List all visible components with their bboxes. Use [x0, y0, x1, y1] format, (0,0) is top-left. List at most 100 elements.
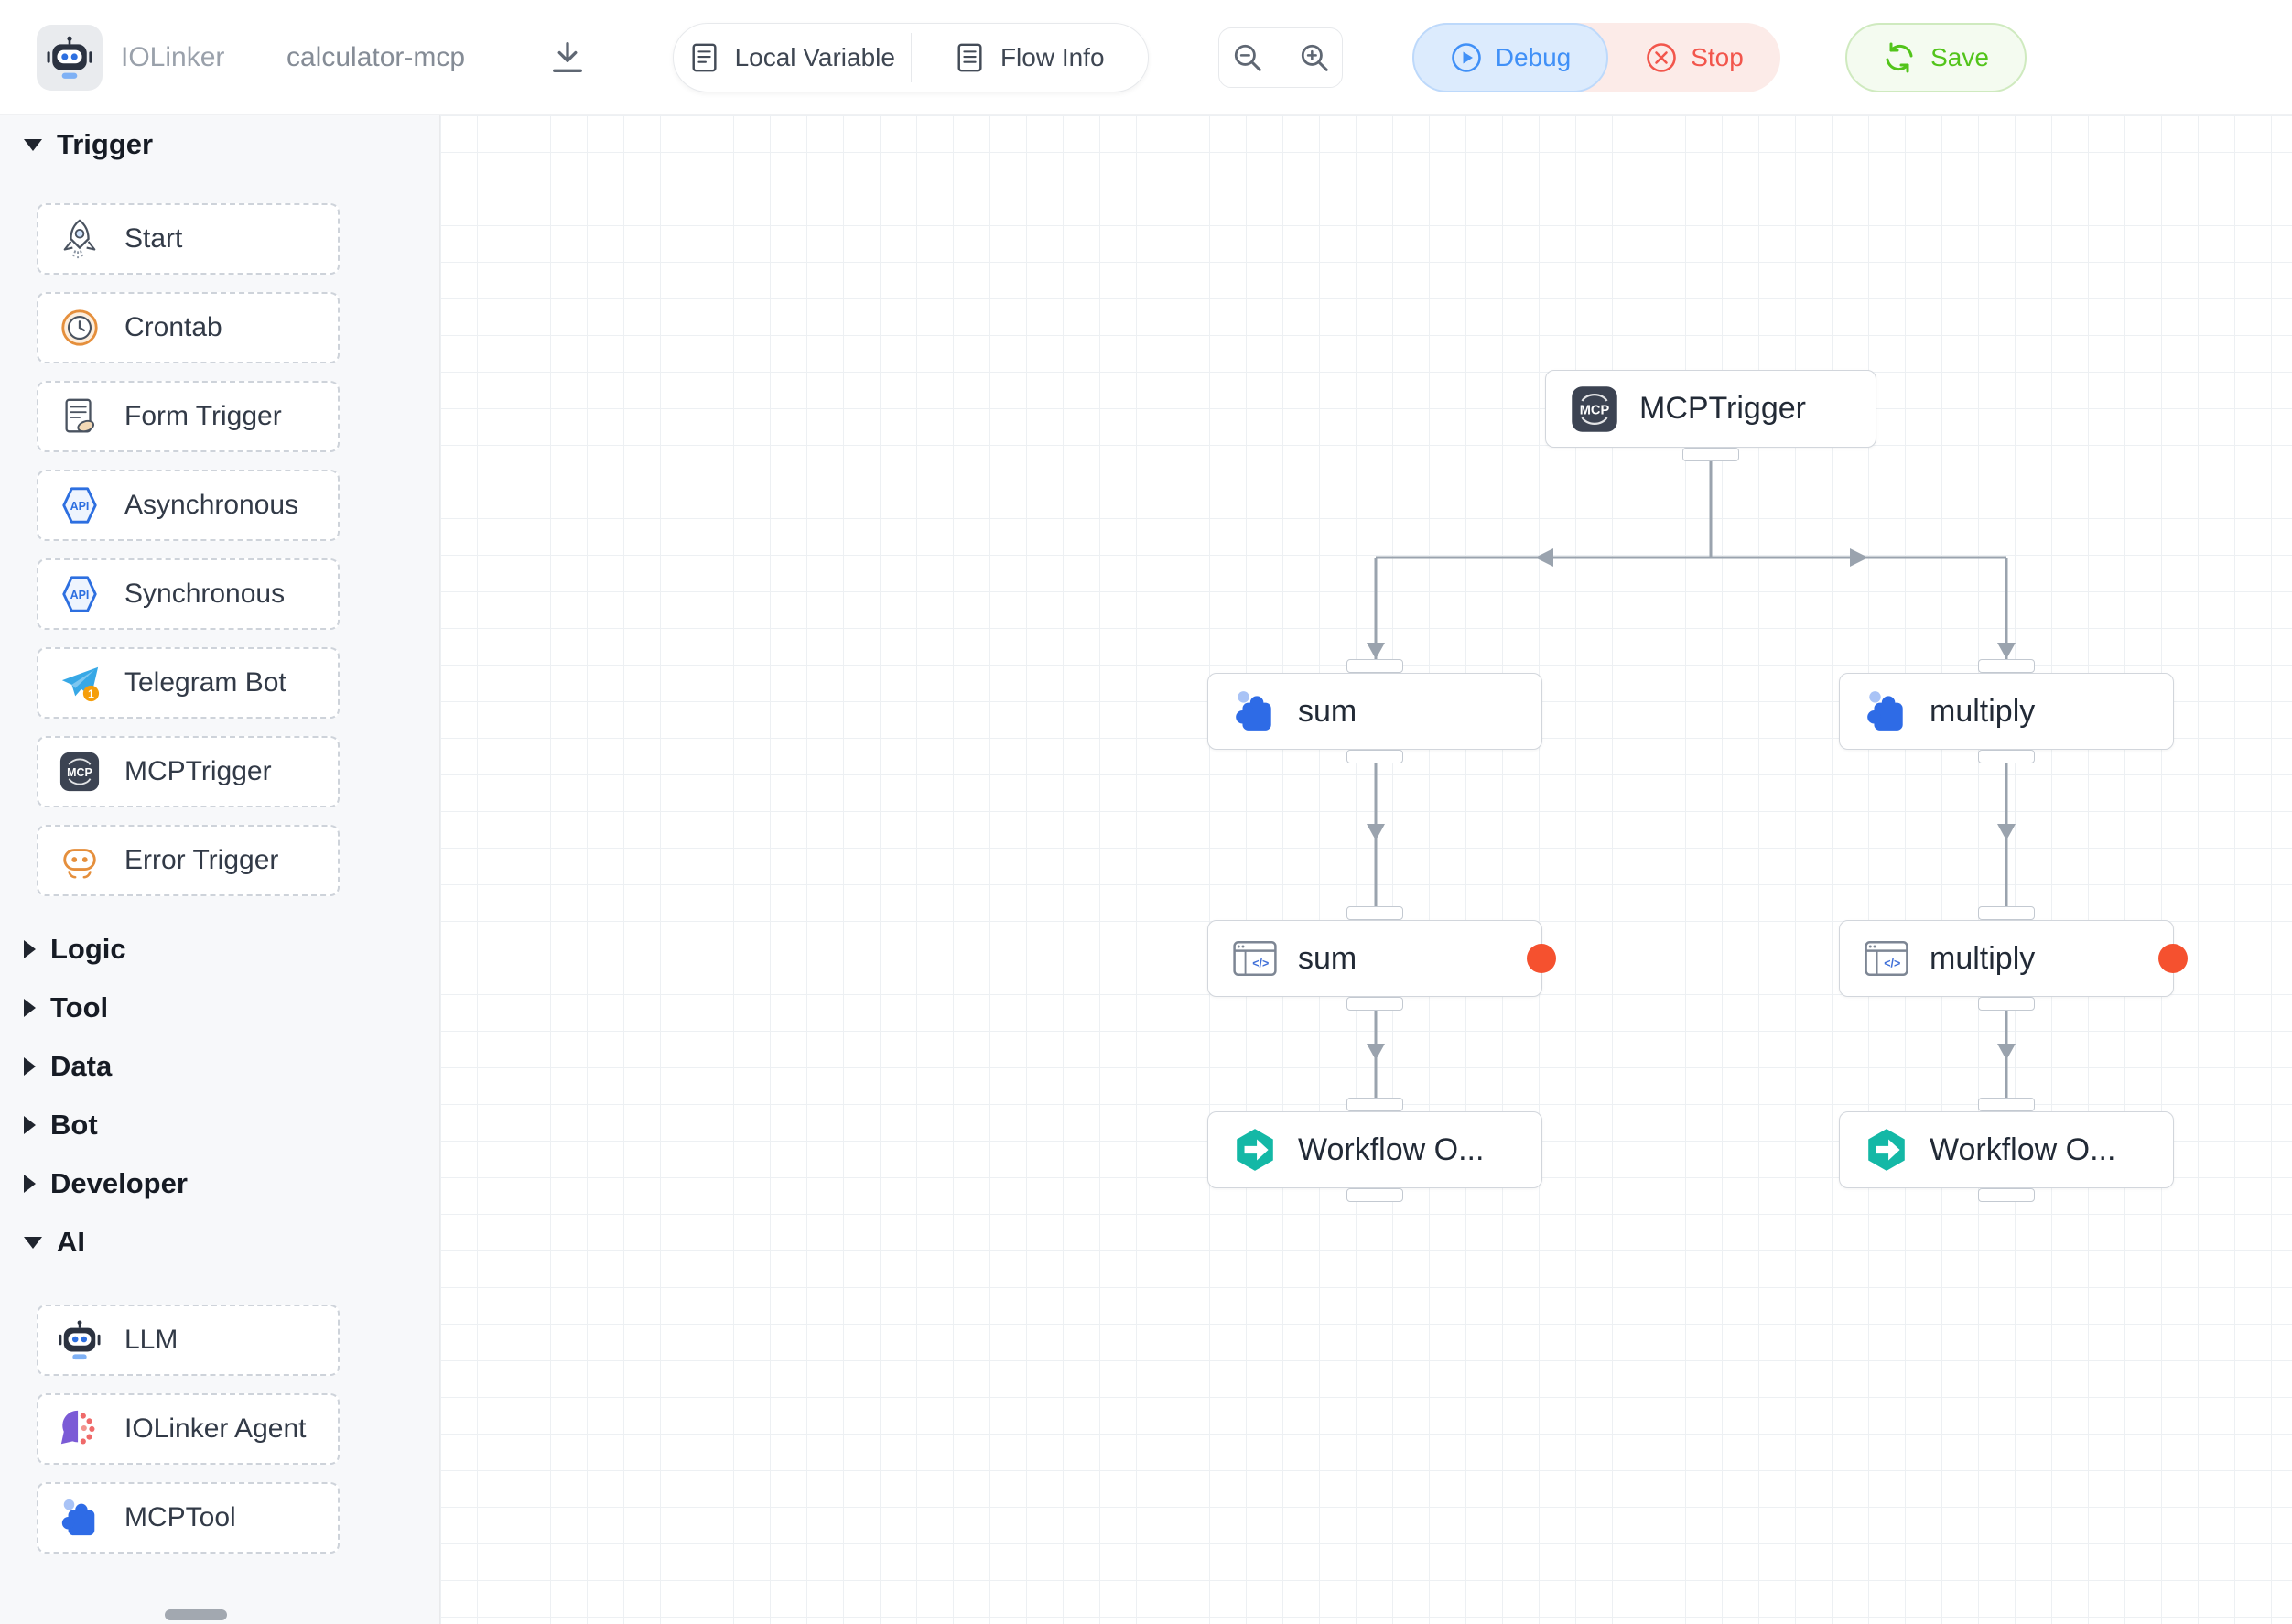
puzzle-icon — [1232, 688, 1278, 734]
chevron-right-icon — [24, 999, 36, 1017]
sidebar-item-form-trigger[interactable]: Form Trigger — [37, 381, 340, 452]
sidebar-item-label: Telegram Bot — [124, 667, 286, 698]
node-label: Workflow O... — [1298, 1131, 1485, 1167]
section-trigger[interactable]: Trigger — [0, 125, 439, 165]
ai-items: LLM IOLinker Agent — [0, 1305, 439, 1554]
sidebar-item-mcptool[interactable]: MCPTool — [37, 1482, 340, 1554]
error-badge[interactable] — [2158, 944, 2188, 973]
sidebar-item-synchronous[interactable]: API Synchronous — [37, 558, 340, 630]
output-port[interactable] — [1346, 750, 1403, 763]
section-developer[interactable]: Developer — [0, 1164, 439, 1204]
app-logo[interactable] — [37, 24, 103, 91]
sidebar-item-crontab[interactable]: Crontab — [37, 292, 340, 363]
robot-logo-icon — [47, 36, 92, 79]
rocket-icon — [59, 218, 101, 260]
output-port[interactable] — [1682, 448, 1739, 461]
node-palette-sidebar: Trigger Start Crontab — [0, 115, 440, 1624]
agent-head-icon — [59, 1408, 101, 1450]
edge-arrow-right — [1850, 548, 1868, 567]
input-port[interactable] — [1346, 1098, 1403, 1111]
zoom-controls — [1218, 27, 1343, 88]
node-label: sum — [1298, 693, 1357, 729]
download-button[interactable] — [547, 38, 588, 78]
node-workflow-output-right[interactable]: Workflow O... — [1839, 1098, 2174, 1202]
zoom-in-button[interactable] — [1291, 34, 1338, 81]
zoom-in-icon — [1301, 44, 1328, 71]
sidebar-item-asynchronous[interactable]: API Asynchronous — [37, 470, 340, 541]
node-sum-code[interactable]: </> sum — [1207, 906, 1556, 1011]
form-document-icon — [59, 395, 101, 438]
scrollbar-thumb[interactable] — [165, 1609, 227, 1620]
output-port[interactable] — [1346, 1188, 1403, 1202]
input-port[interactable] — [1978, 1098, 2035, 1111]
section-label: Tool — [50, 991, 109, 1023]
section-bot[interactable]: Bot — [0, 1105, 439, 1145]
divider — [910, 32, 912, 82]
puzzle-icon — [59, 1497, 101, 1539]
node-workflow-output-left[interactable]: Workflow O... — [1207, 1098, 1542, 1202]
sidebar-item-error-trigger[interactable]: Error Trigger — [37, 825, 340, 896]
download-icon — [553, 41, 582, 72]
section-label: Data — [50, 1050, 113, 1082]
puzzle-icon — [1864, 688, 1909, 734]
chevron-right-icon — [24, 1057, 36, 1076]
sidebar-item-label: Start — [124, 223, 183, 254]
flow-info-label: Flow Info — [1000, 42, 1105, 71]
output-port[interactable] — [1978, 1188, 2035, 1202]
output-port[interactable] — [1346, 997, 1403, 1011]
output-port[interactable] — [1978, 750, 2035, 763]
svg-text:API: API — [70, 500, 90, 513]
edge-arrow-down — [1997, 643, 2016, 659]
node-sum-tool[interactable]: sum — [1207, 659, 1542, 763]
document-list-icon — [692, 43, 717, 71]
error-badge[interactable] — [1527, 944, 1556, 973]
x-circle-icon — [1647, 42, 1676, 72]
edge-arrow-down — [1367, 824, 1385, 840]
svg-text:1: 1 — [88, 687, 94, 700]
section-label: AI — [57, 1226, 85, 1258]
sidebar-item-start[interactable]: Start — [37, 203, 340, 275]
node-label: multiply — [1930, 693, 2036, 729]
output-port[interactable] — [1978, 997, 2035, 1011]
stop-button[interactable]: Stop — [1608, 23, 1780, 92]
zoom-out-button[interactable] — [1224, 34, 1271, 81]
edges-layer — [1367, 461, 2016, 1098]
edge-arrow-left — [1535, 548, 1553, 567]
section-data[interactable]: Data — [0, 1046, 439, 1087]
chevron-right-icon — [24, 1175, 36, 1193]
section-label: Developer — [50, 1167, 188, 1199]
svg-text:MCP: MCP — [1580, 403, 1610, 417]
sidebar-item-label: Synchronous — [124, 579, 286, 609]
document-info-icon — [957, 43, 982, 71]
workflow-output-icon — [1864, 1127, 1909, 1173]
section-ai[interactable]: AI — [0, 1222, 439, 1262]
node-label: multiply — [1930, 940, 2036, 976]
debug-button[interactable]: Debug — [1412, 22, 1608, 92]
node-mcptrigger[interactable]: MCP MCPTrigger — [1545, 370, 1876, 461]
sidebar-item-mcptrigger[interactable]: MCP MCPTrigger — [37, 736, 340, 807]
input-port[interactable] — [1978, 659, 2035, 673]
flow-info-button[interactable]: Flow Info — [912, 24, 1149, 92]
sidebar-item-iolinker-agent[interactable]: IOLinker Agent — [37, 1393, 340, 1465]
refresh-icon — [1886, 42, 1913, 72]
collapsed-sections: Logic Tool Data Bot Developer AI — [0, 929, 439, 1262]
input-port[interactable] — [1978, 906, 2035, 920]
input-port[interactable] — [1346, 659, 1403, 673]
node-multiply-tool[interactable]: multiply — [1839, 659, 2174, 763]
save-button[interactable]: Save — [1845, 22, 2027, 92]
svg-text:</>: </> — [1252, 957, 1269, 969]
node-multiply-code[interactable]: </> multiply — [1839, 906, 2188, 1011]
sidebar-item-llm[interactable]: LLM — [37, 1305, 340, 1376]
section-tool[interactable]: Tool — [0, 988, 439, 1028]
local-variable-button[interactable]: Local Variable — [674, 24, 911, 92]
node-label: Workflow O... — [1930, 1131, 2116, 1167]
zoom-out-icon — [1234, 44, 1261, 71]
svg-text:API: API — [70, 589, 90, 601]
sidebar-item-telegram-bot[interactable]: 1 Telegram Bot — [37, 647, 340, 719]
input-port[interactable] — [1346, 906, 1403, 920]
section-logic[interactable]: Logic — [0, 929, 439, 969]
flow-canvas[interactable]: MCP MCPTrigger sum mu — [440, 115, 2292, 1624]
sidebar-item-label: LLM — [124, 1325, 178, 1355]
edge-arrow-down — [1367, 1044, 1385, 1060]
sidebar-item-label: Crontab — [124, 312, 222, 342]
